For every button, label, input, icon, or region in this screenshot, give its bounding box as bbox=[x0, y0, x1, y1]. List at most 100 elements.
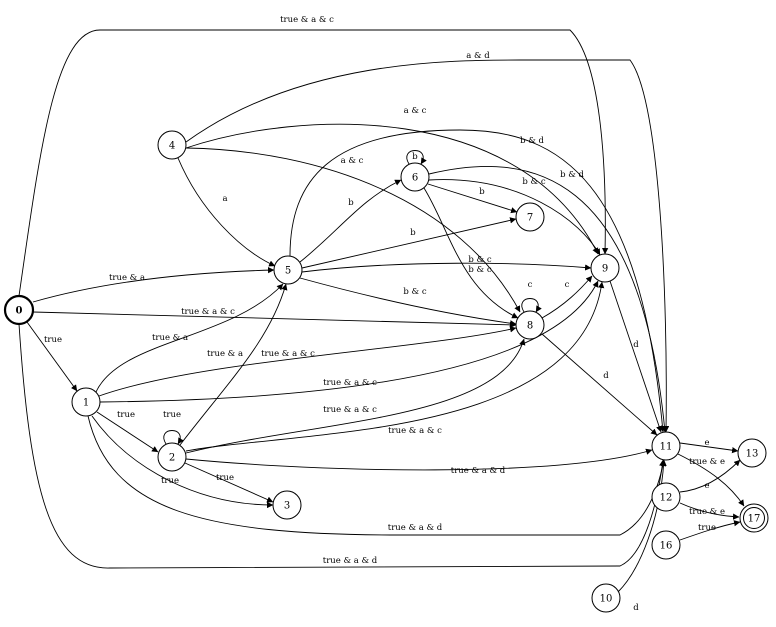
state-node-11[interactable]: 11 bbox=[651, 431, 681, 461]
edge-2-to-2: true bbox=[163, 410, 184, 445]
state-node-12[interactable]: 12 bbox=[651, 482, 681, 512]
state-label: 17 bbox=[748, 514, 761, 525]
edge-label: a bbox=[222, 194, 227, 204]
edge-label: a & c bbox=[341, 156, 364, 166]
edge-line bbox=[184, 462, 274, 503]
accepting-inner-circle bbox=[743, 507, 765, 529]
edge-line bbox=[406, 150, 427, 165]
edge-line bbox=[428, 179, 601, 256]
edge-line bbox=[32, 311, 517, 328]
state-circle bbox=[651, 482, 681, 512]
state-label: 10 bbox=[600, 594, 613, 605]
edge-label: true & a & c bbox=[323, 405, 377, 415]
edge-line bbox=[91, 415, 274, 509]
edge-line bbox=[428, 166, 668, 433]
edge-label: true & a & c bbox=[261, 349, 315, 359]
state-node-1[interactable]: 1 bbox=[71, 387, 101, 417]
edge-label: true bbox=[216, 473, 234, 483]
edge-0-to-1: true bbox=[26, 321, 78, 392]
edge-line bbox=[18, 323, 666, 569]
edge-label: d bbox=[633, 340, 639, 350]
edge-2-to-8: true & a & c bbox=[185, 338, 526, 454]
edge-label: true & e bbox=[689, 507, 725, 517]
state-circle bbox=[157, 130, 187, 160]
state-node-17[interactable]: 17 bbox=[739, 503, 769, 533]
edge-label: b bbox=[348, 198, 354, 208]
state-node-5[interactable]: 5 bbox=[273, 255, 303, 285]
state-label: 16 bbox=[660, 541, 673, 552]
state-circle bbox=[272, 490, 302, 520]
edge-0-to-9: true & a & c bbox=[18, 15, 609, 297]
edge-11-to-13: e bbox=[679, 438, 739, 454]
state-circle bbox=[400, 162, 430, 192]
edges-layer: true & a & c true & a true & a & c true true… bbox=[18, 15, 745, 613]
state-node-9[interactable]: 9 bbox=[590, 253, 620, 283]
state-label: 2 bbox=[169, 453, 175, 464]
state-label: 13 bbox=[746, 449, 759, 460]
edge-6-to-9: b & c bbox=[428, 177, 601, 256]
edge-line bbox=[423, 187, 519, 319]
edge-label: true & a & d bbox=[388, 523, 443, 533]
state-node-6[interactable]: 6 bbox=[400, 162, 430, 192]
state-node-16[interactable]: 16 bbox=[651, 530, 681, 560]
state-node-0[interactable]: 0 bbox=[3, 294, 35, 326]
edge-label: b & d bbox=[520, 136, 544, 146]
edge-label: a & d bbox=[466, 51, 490, 61]
edge-label: true bbox=[117, 410, 135, 420]
edge-line bbox=[427, 183, 518, 214]
edge-10-to-11: d bbox=[617, 459, 667, 613]
edge-line bbox=[299, 179, 402, 263]
state-node-3[interactable]: 3 bbox=[272, 490, 302, 520]
state-label: 9 bbox=[602, 264, 608, 275]
state-node-13[interactable]: 13 bbox=[737, 438, 767, 468]
edge-5-to-9: b & c bbox=[301, 255, 592, 273]
edge-label: a & c bbox=[404, 106, 427, 116]
state-label: 0 bbox=[16, 306, 23, 317]
edge-0-to-5: true & a bbox=[32, 267, 275, 303]
edge-12-to-13: e bbox=[679, 459, 741, 493]
edge-5-to-6: b bbox=[299, 179, 402, 263]
state-circle bbox=[651, 431, 681, 461]
edge-label: true & a bbox=[109, 273, 145, 283]
state-label: 5 bbox=[285, 266, 291, 277]
state-circle bbox=[71, 387, 101, 417]
state-node-2[interactable]: 2 bbox=[157, 442, 187, 472]
state-node-8[interactable]: 8 bbox=[515, 310, 545, 340]
edge-2-to-9: true & a & c bbox=[185, 281, 605, 452]
edge-8-to-8: c bbox=[521, 280, 542, 313]
edge-label: true & a & c bbox=[280, 15, 334, 25]
edge-1-to-9: true & a & c bbox=[99, 280, 599, 403]
state-circle bbox=[515, 310, 545, 340]
edge-2-to-5: true & a & c bbox=[179, 283, 315, 446]
edge-4-to-11: a & d bbox=[185, 51, 670, 433]
edge-line bbox=[301, 262, 592, 273]
edge-6-to-8: b & c bbox=[423, 187, 519, 319]
state-node-7[interactable]: 7 bbox=[515, 202, 545, 232]
edge-line bbox=[521, 298, 542, 313]
edge-4-to-8: a & c bbox=[185, 147, 521, 313]
edge-line bbox=[96, 411, 159, 453]
edge-label: true & a & d bbox=[451, 466, 506, 476]
state-label: 12 bbox=[660, 493, 673, 504]
edge-12-to-17: true & e bbox=[679, 502, 740, 520]
edge-line bbox=[289, 129, 666, 433]
edge-label: true & a & c bbox=[181, 307, 235, 317]
edge-4-to-9: a & c bbox=[185, 106, 599, 255]
edge-9-to-11: d bbox=[609, 280, 663, 433]
edge-line bbox=[177, 157, 276, 267]
state-node-4[interactable]: 4 bbox=[157, 130, 187, 160]
state-circle bbox=[515, 202, 545, 232]
edge-line bbox=[179, 283, 288, 446]
edge-label: true & a & c bbox=[323, 378, 377, 388]
edge-2-to-3: true bbox=[184, 462, 274, 503]
edge-line bbox=[99, 280, 599, 403]
edge-line bbox=[185, 123, 599, 255]
edge-line bbox=[679, 520, 741, 541]
edge-label: b & c bbox=[468, 265, 491, 275]
state-label: 7 bbox=[527, 213, 533, 224]
edge-label: e bbox=[704, 438, 709, 448]
edge-line bbox=[26, 321, 78, 392]
state-node-10[interactable]: 10 bbox=[591, 583, 621, 613]
edge-line bbox=[163, 430, 184, 445]
